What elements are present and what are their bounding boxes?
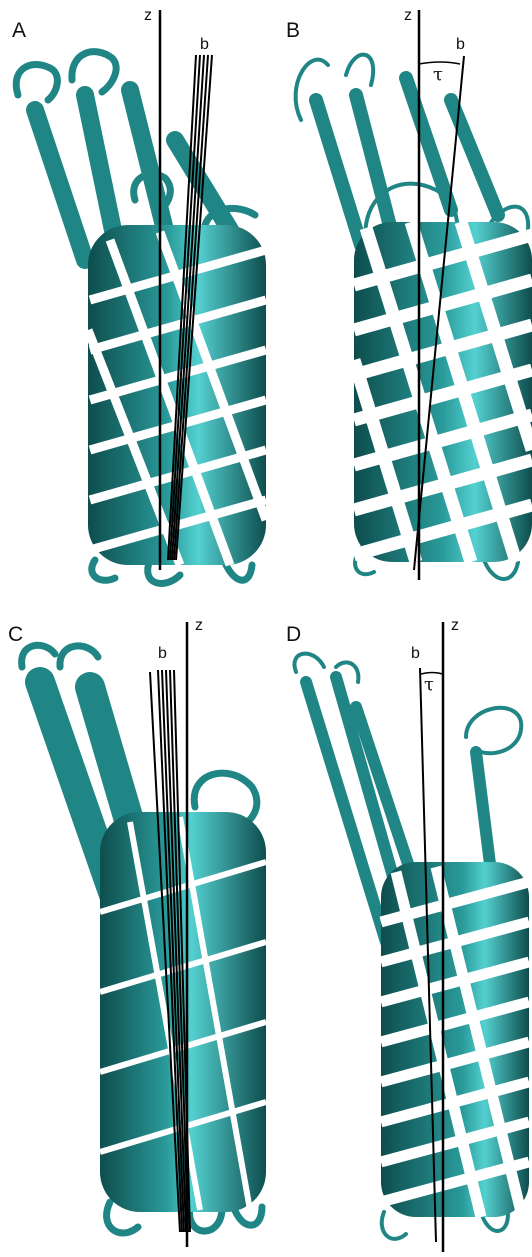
axis-b-label-d: b (411, 646, 420, 662)
axis-b-label-c: b (158, 646, 167, 662)
panel-a: A z b (0, 0, 266, 612)
axis-z-label-a: z (144, 8, 152, 24)
panel-label-c: C (8, 624, 23, 645)
axis-z-label-c: z (195, 618, 203, 634)
barrel-ensemble-d (266, 612, 532, 1257)
barrel-ensemble-b (266, 0, 532, 612)
axis-b-label-b: b (456, 37, 465, 53)
panel-label-b: B (286, 20, 300, 41)
axis-b-label-a: b (200, 37, 209, 53)
panel-label-d: D (286, 624, 301, 645)
top-strands-b (316, 78, 498, 245)
barrel-ensemble-a (0, 0, 266, 612)
panel-c: C z b (0, 612, 266, 1257)
panel-d: D z b τ (266, 612, 532, 1257)
panel-b: B z b τ (266, 0, 532, 612)
tilt-label-d: τ (424, 676, 434, 694)
tilt-label-b: τ (433, 66, 443, 84)
panel-label-a: A (12, 20, 26, 41)
axis-z-label-d: z (451, 618, 459, 634)
axis-z-label-b: z (404, 8, 412, 24)
barrel-ensemble-c (0, 612, 266, 1257)
